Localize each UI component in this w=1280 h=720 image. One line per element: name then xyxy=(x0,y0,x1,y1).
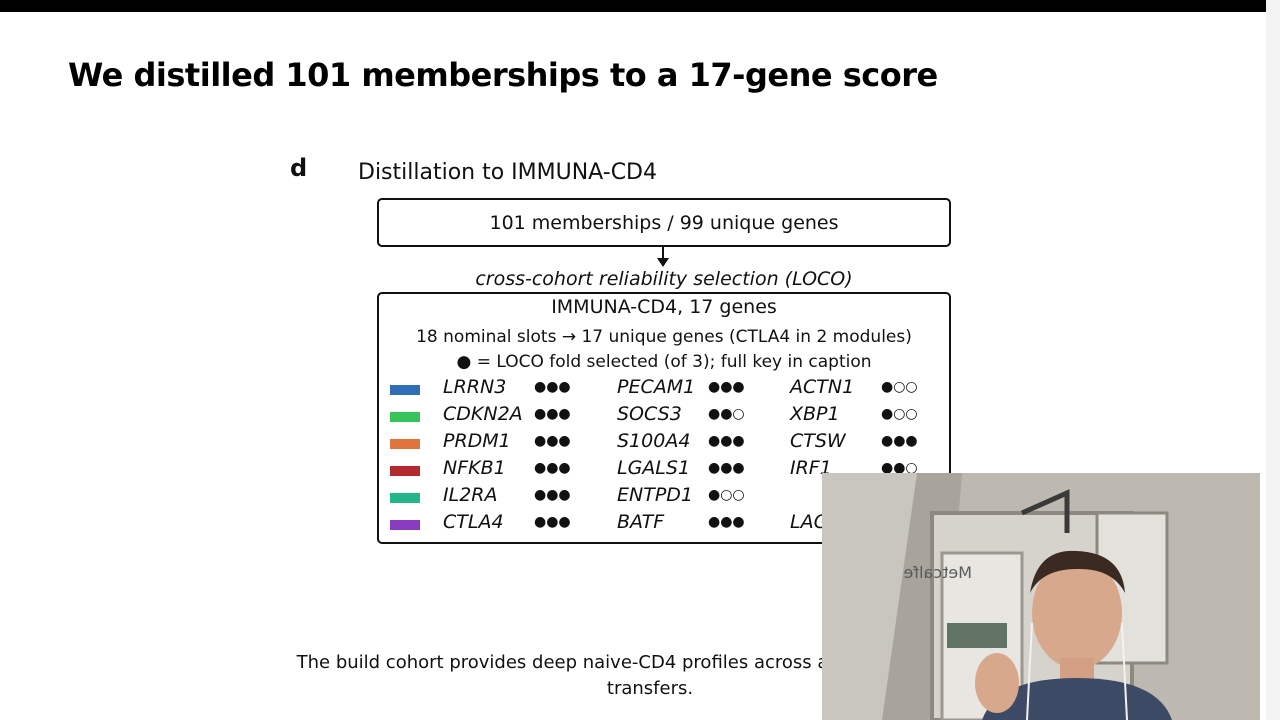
window-right-edge xyxy=(1266,0,1280,720)
loco-fold-dots: ●●○ xyxy=(881,460,918,476)
module-color-swatch xyxy=(390,412,420,422)
selection-step-label: cross-cohort reliability selection (LOCO… xyxy=(475,268,853,290)
loco-fold-dots: ●●● xyxy=(881,433,918,449)
module-color-swatch xyxy=(390,385,420,395)
loco-fold-dots: ●●● xyxy=(708,460,745,476)
loco-fold-dots: ●●○ xyxy=(708,406,745,422)
loco-fold-dots: ●○○ xyxy=(881,406,918,422)
loco-fold-dots: ●●● xyxy=(534,406,571,422)
webcam-sign-text: Metcalfe xyxy=(904,563,972,582)
gene-name: CTSW xyxy=(790,430,846,452)
module-color-swatch xyxy=(390,493,420,503)
result-box-description: 18 nominal slots → 17 unique genes (CTLA… xyxy=(416,327,912,347)
window-top-bar xyxy=(0,0,1280,12)
gene-name: LRRN3 xyxy=(443,376,507,398)
loco-fold-dots: ●●● xyxy=(708,379,745,395)
gene-name: CDKN2A xyxy=(443,403,523,425)
loco-fold-dots: ●●● xyxy=(708,514,745,530)
module-color-swatch xyxy=(390,439,420,449)
gene-name: ENTPD1 xyxy=(617,484,693,506)
gene-name: PECAM1 xyxy=(617,376,696,398)
figure-title: Distillation to IMMUNA-CD4 xyxy=(358,160,657,185)
module-color-swatch xyxy=(390,466,420,476)
gene-name: LAG xyxy=(790,511,829,533)
gene-name: PRDM1 xyxy=(443,430,511,452)
flow-arrow-line xyxy=(662,246,664,260)
gene-name: CTLA4 xyxy=(443,511,504,533)
input-box: 101 memberships / 99 unique genes xyxy=(377,198,951,247)
result-box: IMMUNA-CD4, 17 genes 18 nominal slots → … xyxy=(377,292,951,544)
webcam-video-overlay: Metcalfe xyxy=(822,473,1260,720)
gene-name: BATF xyxy=(617,511,665,533)
input-box-label: 101 memberships / 99 unique genes xyxy=(489,211,839,234)
loco-fold-dots: ●○○ xyxy=(708,487,745,503)
slide-title: We distilled 101 memberships to a 17-gen… xyxy=(68,56,938,94)
loco-fold-dots: ●●● xyxy=(534,460,571,476)
loco-fold-dots: ●●● xyxy=(534,379,571,395)
module-color-swatch xyxy=(390,520,420,530)
loco-fold-dots: ●●● xyxy=(534,433,571,449)
gene-name: IL2RA xyxy=(443,484,498,506)
gene-name: SOCS3 xyxy=(617,403,682,425)
webcam-scene: Metcalfe xyxy=(822,473,1260,720)
result-box-key: ● = LOCO fold selected (of 3); full key … xyxy=(456,352,872,372)
result-box-title: IMMUNA-CD4, 17 genes xyxy=(551,296,777,318)
caption-line-2: transfers. xyxy=(606,678,694,699)
gene-name: IRF1 xyxy=(790,457,832,479)
flow-arrow-head-icon xyxy=(657,258,669,267)
gene-name: ACTN1 xyxy=(790,376,855,398)
panel-letter: d xyxy=(290,154,308,182)
gene-name: LGALS1 xyxy=(617,457,691,479)
loco-fold-dots: ●●● xyxy=(534,487,571,503)
loco-fold-dots: ●●● xyxy=(534,514,571,530)
loco-fold-dots: ●●● xyxy=(708,433,745,449)
gene-name: S100A4 xyxy=(617,430,691,452)
loco-fold-dots: ●○○ xyxy=(881,379,918,395)
gene-name: NFKB1 xyxy=(443,457,506,479)
gene-name: XBP1 xyxy=(790,403,840,425)
